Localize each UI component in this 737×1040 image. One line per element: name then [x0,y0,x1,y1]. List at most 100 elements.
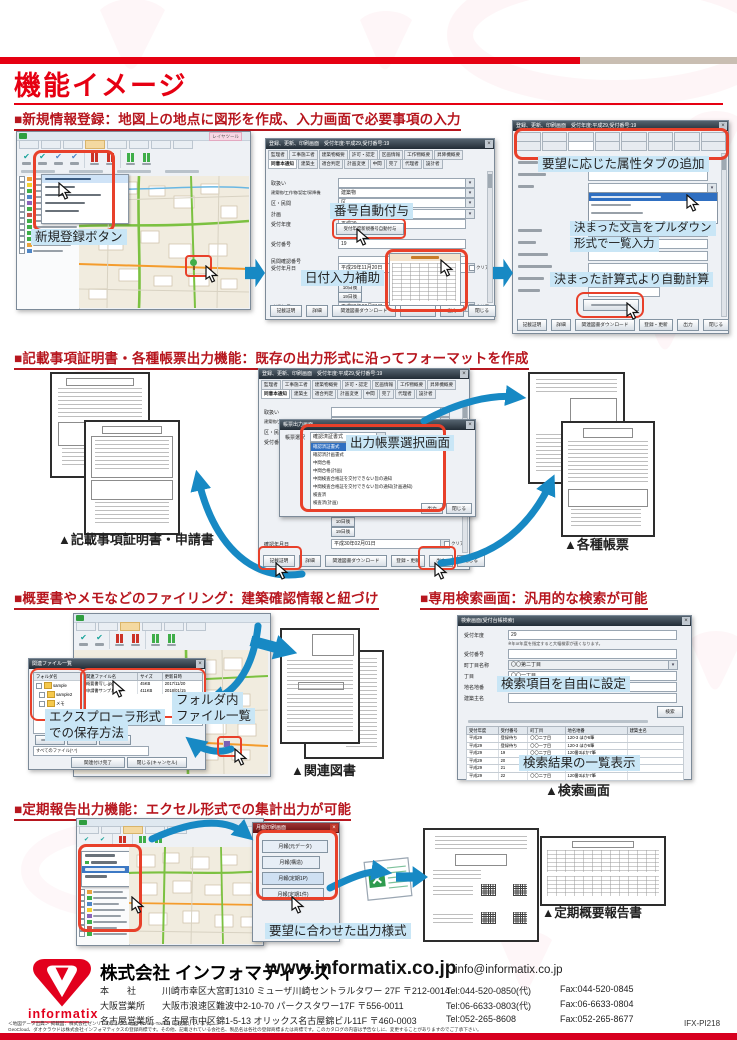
red-columns-icon[interactable] [116,834,129,846]
field-input[interactable]: 19 [338,239,466,249]
ribbon-tab-active[interactable] [85,140,105,149]
monthly-button[interactable]: 月報(定期1P) [262,872,324,885]
tab[interactable]: 代理者 [401,159,422,169]
ribbon-tab-active[interactable] [120,622,140,631]
tab[interactable]: 完了 [378,389,394,399]
file-filter-input[interactable]: すべてのファイル(*.*) [33,746,149,756]
close-icon[interactable]: × [682,617,690,625]
folder-row[interactable]: メモ [34,699,80,708]
report-list[interactable]: 確認済証書式 確認済計画書式 中間合格 中間合格(計画) 中間検査合格証を交付で… [310,442,444,510]
tab-selected[interactable]: 同意本通知 [268,159,297,169]
green-columns-icon[interactable] [124,151,137,168]
tree-row[interactable] [17,242,79,248]
autocalc-button[interactable] [583,299,639,311]
ribbon-tab[interactable] [151,140,171,149]
tab-row-1[interactable] [515,132,726,142]
date-input[interactable]: 平成30年02月01日 [331,539,441,549]
tab[interactable]: 適合判定 [318,159,344,169]
red-columns-icon[interactable] [113,632,126,649]
output-button[interactable]: 出力 [677,319,699,331]
search-field-input[interactable] [508,649,677,659]
company-url[interactable]: www.informatix.co.jp [266,958,457,979]
company-email[interactable]: info@informatix.co.jp [455,964,563,976]
field-input[interactable] [588,171,708,181]
check-tool-icon[interactable]: ✔ [99,836,106,843]
cancel-button[interactable]: 閉じる(キャンセル) [127,757,187,768]
layer-menu[interactable] [81,851,129,887]
menu-item[interactable] [42,207,128,215]
field-input[interactable] [331,407,441,417]
dropdown-item[interactable] [589,217,717,223]
tree-row[interactable] [17,224,79,230]
check-tool-icon[interactable]: ✔ [93,632,106,649]
close-icon[interactable]: × [196,660,204,668]
scrollbar[interactable] [487,171,493,303]
new-register-dropdown-menu[interactable] [41,174,129,224]
close-button[interactable]: 閉じる [703,319,729,331]
monthly-button[interactable]: 月報(元データ) [262,840,328,853]
report-item[interactable]: 中間検査合格証を交付できない旨の通知 [313,476,393,481]
map-tree-marker-icon[interactable] [190,259,197,270]
ribbon-tab[interactable] [41,140,61,149]
chevron-down-icon[interactable]: ▾ [440,407,450,417]
tab[interactable]: 昇降機概要 [434,150,464,160]
check-tool-icon[interactable]: ✔ [83,836,90,843]
report-item[interactable]: 中間検査合格証を交付できない旨の通知(計画通知) [313,484,413,489]
tab[interactable] [700,141,726,151]
tab-row-2[interactable]: 同意本通知建築主適合判定計画変更中間完了代理者設計者 [261,389,467,399]
ribbon-tabs[interactable] [19,140,193,149]
search-button[interactable]: 検索 [657,706,683,718]
file-row[interactable]: 申請書サンプル.pdf 411KB 2018/01/15 [84,687,202,695]
green-columns-icon[interactable] [152,834,165,846]
check-tool-icon[interactable]: ✔ [68,151,81,168]
tab-selected[interactable] [568,141,594,151]
report-item[interactable]: 中間合格 [313,460,331,465]
menu-item-selected[interactable] [42,175,128,183]
popup-output-button[interactable]: 出力 [421,503,443,514]
map-canvas[interactable] [129,847,262,944]
app-icon[interactable] [76,615,84,621]
detail-button[interactable]: 詳細 [551,319,571,331]
register-update-button[interactable]: 登録・更新 [391,555,425,567]
search-field-input[interactable] [508,693,677,703]
tab[interactable]: 適合判定 [311,389,337,399]
link-complete-button[interactable]: 関連付け完了 [71,757,125,768]
certificate-button[interactable]: 記載証明 [517,319,547,331]
tab[interactable]: 建築主 [290,389,311,399]
ribbon-tab[interactable] [63,140,83,149]
chevron-down-icon[interactable]: ▾ [465,178,475,188]
field-input[interactable]: 建築物 [338,188,466,198]
tab-selected[interactable]: 同意本通知 [261,389,290,399]
menu-item[interactable] [42,199,128,207]
report-item[interactable]: 検査済(計画) [313,500,338,505]
detail-button[interactable]: 詳細 [306,305,328,317]
date-helper-button[interactable]: 19日後 [331,527,355,537]
chevron-down-icon[interactable]: ▾ [465,209,475,219]
date-helper-button[interactable]: 10日後 [331,517,355,527]
ribbon-tab[interactable] [79,826,99,834]
field-input[interactable] [338,178,466,188]
red-columns-icon[interactable] [129,632,142,649]
close-icon[interactable]: × [466,421,474,429]
menu-item[interactable] [42,183,128,191]
menu-item[interactable] [82,852,129,859]
tab[interactable] [621,141,647,151]
chevron-down-icon[interactable]: ▾ [668,660,678,670]
ribbon-toolbar[interactable]: ✔ ✔ [74,631,270,649]
tree-row[interactable] [77,931,129,937]
menu-item[interactable] [42,191,128,199]
tab[interactable]: 計画変更 [337,389,362,399]
red-columns-icon[interactable] [104,151,117,168]
download-button[interactable]: 関連図書ダウンロード [325,555,387,567]
ribbon-tab-active[interactable] [123,826,143,834]
green-columns-icon[interactable] [149,632,162,649]
map-file-marker[interactable] [224,741,230,747]
ribbon-tab[interactable] [129,140,149,149]
app-icon[interactable] [79,820,87,825]
dropdown-item[interactable] [589,209,717,217]
ribbon-tab[interactable] [186,622,206,631]
tab[interactable]: 設計者 [415,389,436,399]
report-item[interactable]: 検査済 [313,492,327,497]
